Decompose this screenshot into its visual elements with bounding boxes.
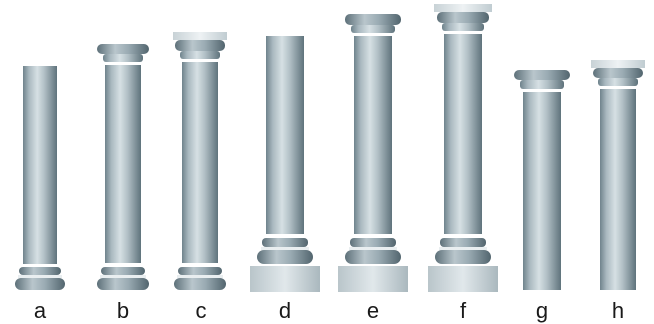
neck-ring: [598, 78, 638, 86]
echinus: [514, 70, 570, 80]
label-c: c: [196, 298, 207, 323]
column-b: b: [97, 44, 149, 323]
base-torus-upper: [350, 238, 396, 247]
shaft: [266, 36, 304, 236]
base-fillet: [353, 234, 393, 238]
shaft: [444, 34, 482, 236]
label-d: d: [279, 298, 291, 323]
base-fillet-lower: [349, 247, 397, 250]
base-torus-upper: [262, 238, 308, 247]
base-fillet: [265, 234, 305, 238]
base-fillet-lower: [177, 275, 223, 278]
label-b: b: [117, 298, 129, 323]
neck-fillet: [352, 33, 394, 36]
shaft: [354, 36, 392, 236]
neck-ring: [103, 54, 143, 62]
plinth: [428, 266, 498, 292]
base-torus-upper: [19, 267, 61, 275]
base-torus-lower: [257, 250, 313, 264]
label-f: f: [460, 298, 467, 323]
base-torus-lower: [15, 278, 65, 290]
column-h: h: [591, 60, 645, 323]
neck-fillet: [104, 62, 142, 65]
column-f: f: [428, 4, 498, 323]
echinus: [437, 12, 489, 23]
column-e: e: [338, 14, 408, 323]
label-e: e: [367, 298, 379, 323]
abacus: [173, 32, 227, 40]
base-torus-upper: [440, 238, 486, 247]
base-torus-lower: [345, 250, 401, 264]
abacus: [591, 60, 645, 68]
base-torus-lower: [174, 278, 226, 290]
base-torus-upper: [178, 267, 222, 275]
base-fillet-lower: [100, 275, 146, 278]
echinus: [175, 40, 225, 51]
abacus: [434, 4, 492, 12]
column-a: a: [15, 66, 65, 323]
neck-fillet: [599, 86, 637, 89]
label-a: a: [34, 298, 47, 323]
plinth: [250, 266, 320, 292]
echinus: [345, 14, 401, 25]
shaft: [182, 62, 218, 265]
column-c: c: [173, 32, 227, 323]
base-fillet: [104, 263, 142, 267]
column-g: g: [514, 70, 570, 323]
shaft: [523, 92, 561, 290]
neck-fillet: [443, 31, 483, 34]
plinth: [338, 266, 408, 292]
neck-ring: [442, 23, 484, 31]
neck-ring: [351, 25, 395, 33]
neck-ring: [520, 80, 564, 89]
shaft: [105, 65, 141, 265]
base-fillet: [181, 263, 219, 267]
neck-fillet: [521, 89, 563, 92]
shaft: [600, 89, 636, 290]
echinus: [97, 44, 149, 54]
label-g: g: [536, 298, 548, 323]
echinus: [593, 68, 643, 78]
base-fillet: [443, 234, 483, 238]
label-h: h: [612, 298, 624, 323]
base-torus-lower: [97, 278, 149, 290]
base-fillet-lower: [261, 247, 309, 250]
base-fillet-lower: [18, 275, 62, 278]
column-d: d: [250, 36, 320, 323]
neck-ring: [180, 51, 220, 59]
base-torus-upper: [101, 267, 145, 275]
neck-fillet: [181, 59, 219, 62]
base-torus-lower: [435, 250, 491, 264]
shaft: [23, 66, 57, 266]
base-fillet-lower: [439, 247, 487, 250]
